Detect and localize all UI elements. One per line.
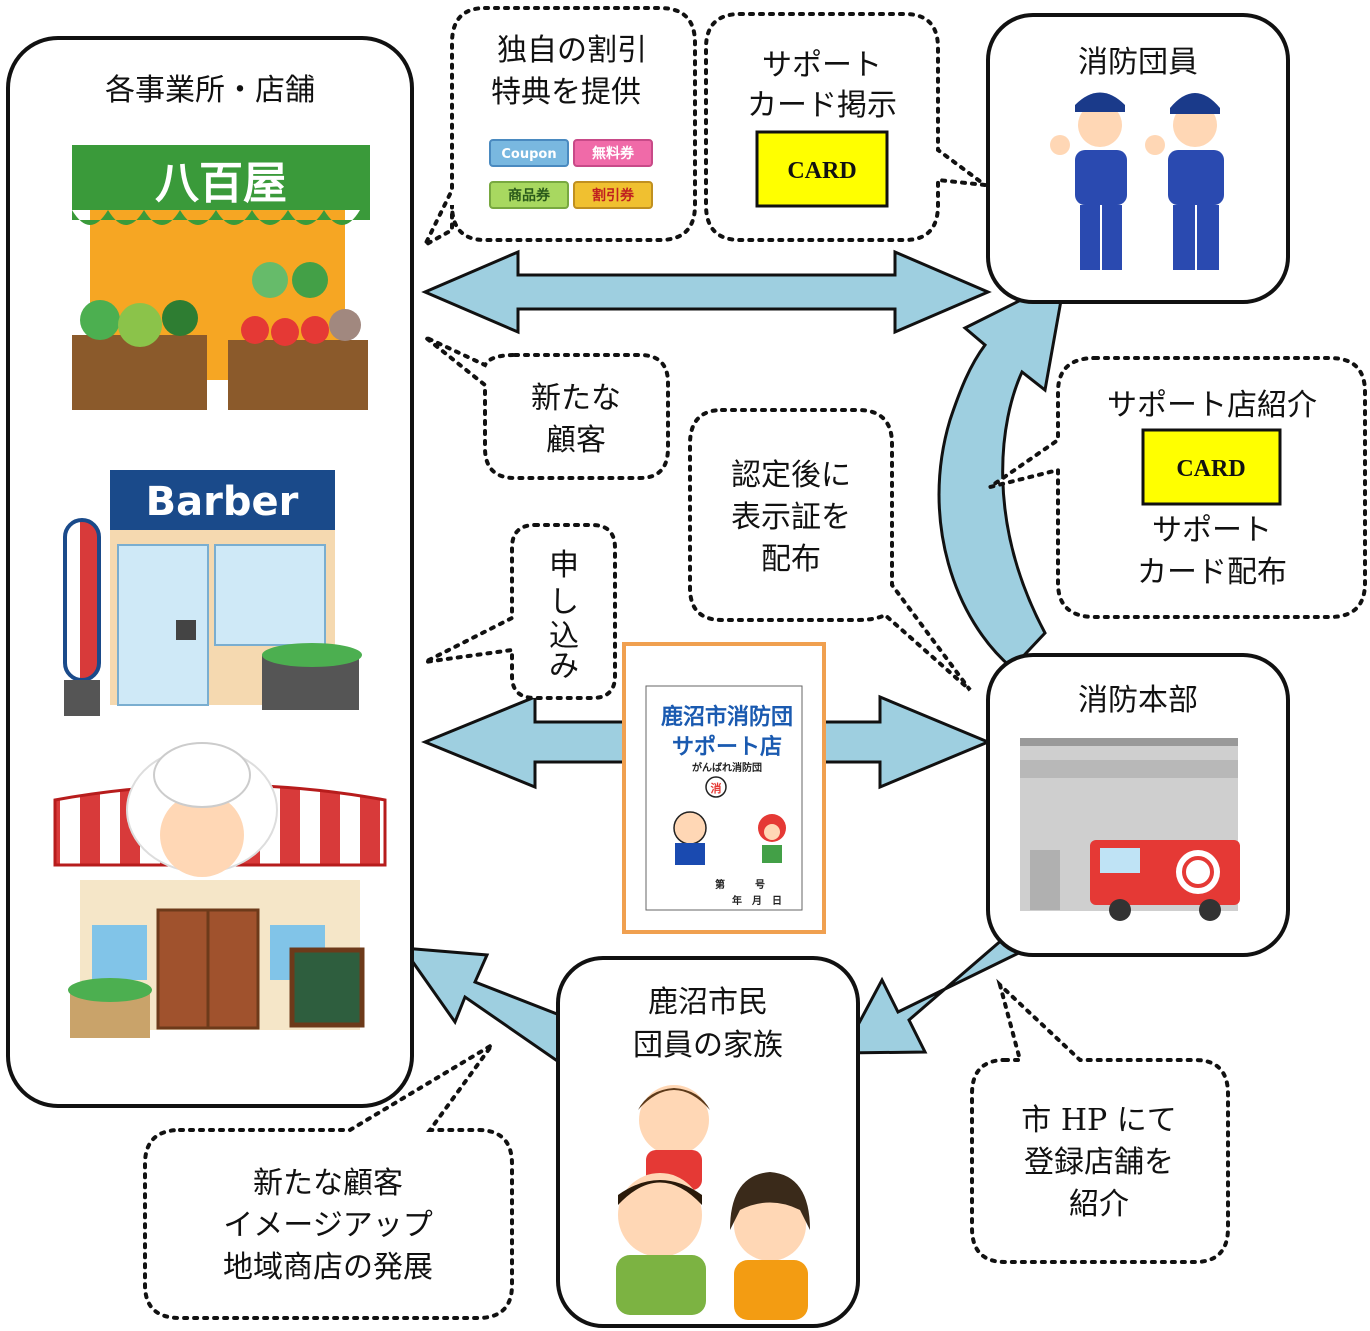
apply-char-2: し	[549, 585, 579, 620]
support-store-card	[1141, 428, 1282, 506]
greengrocer-illustration: 八百屋	[72, 145, 370, 410]
apply-char-3: 込	[549, 619, 579, 654]
coupon-label-free: 無料券	[592, 145, 635, 162]
hq-title: 消防本部	[1078, 683, 1198, 718]
barber-sign: Barber	[146, 479, 299, 525]
support-store-line3: カード配布	[1137, 555, 1287, 590]
certificate: 鹿沼市消防団 サポート店 がんばれ消防団 消 第 号 年 月 日	[622, 642, 826, 934]
coupon-label-coupon: Coupon	[501, 147, 556, 162]
certificate-number: 第 号	[715, 878, 765, 891]
certify-line2: 表示証を	[731, 500, 851, 535]
apply-char-4: み	[549, 649, 579, 684]
new-customers-line1: 新たな	[531, 381, 621, 416]
greengrocer-sign: 八百屋	[155, 158, 287, 209]
certificate-badge: 消	[711, 781, 722, 795]
callout-new-customers	[423, 335, 670, 480]
double-arrow-shops-members	[421, 249, 992, 335]
citizens-title-line2: 団員の家族	[633, 1028, 783, 1063]
callout-certify	[688, 408, 972, 692]
shops-title: 各事業所・店舗	[105, 73, 315, 108]
family-illustration	[616, 1085, 810, 1320]
citizens-title-line1: 鹿沼市民	[648, 985, 768, 1020]
benefits-line3: 地域商店の発展	[223, 1250, 433, 1285]
certificate-subtitle: がんばれ消防団	[692, 761, 762, 774]
support-store-line2: サポート	[1152, 513, 1272, 548]
coupon-label-discount: 割引券	[592, 187, 635, 204]
barber-illustration: Barber	[63, 470, 362, 716]
show-card-card-label: CARD	[787, 158, 856, 184]
bakery-illustration	[53, 742, 387, 1038]
certificate-title-2: サポート店	[672, 734, 782, 760]
show-card-line1: サポート	[762, 48, 882, 83]
discount-line1: 独自の割引	[497, 33, 647, 68]
discount-line2: 特典を提供	[491, 75, 641, 110]
certify-line1: 認定後に	[731, 458, 851, 493]
coupon-tickets: Coupon 無料券 商品券 割引券	[489, 139, 653, 209]
support-store-line1: サポート店紹介	[1107, 388, 1317, 423]
city-hp-line1: 市 HP にて	[1021, 1103, 1176, 1138]
new-customers-line2: 顧客	[546, 423, 606, 458]
fire-members-illustration	[1050, 92, 1224, 270]
city-hp-line2: 登録店舗を	[1024, 1145, 1174, 1180]
callout-benefits	[143, 1043, 514, 1320]
fire-hq-illustration	[1020, 738, 1240, 921]
support-store-card-label: CARD	[1176, 456, 1245, 482]
certify-line3: 配布	[761, 542, 821, 577]
apply-char-1: 申	[549, 548, 579, 583]
show-card-card	[755, 130, 889, 208]
benefits-line2: イメージアップ	[223, 1208, 432, 1243]
curved-arrow-hq-members	[937, 275, 1068, 671]
certificate-title-1: 鹿沼市消防団	[661, 704, 793, 730]
callout-city-hp	[970, 978, 1230, 1264]
city-hp-line3: 紹介	[1069, 1187, 1129, 1222]
show-card-line2: カード掲示	[747, 88, 897, 123]
certificate-date: 年 月 日	[732, 894, 782, 907]
benefits-line1: 新たな顧客	[253, 1166, 403, 1201]
callout-apply	[424, 523, 617, 700]
members-title: 消防団員	[1078, 45, 1198, 80]
coupon-label-gift: 商品券	[508, 187, 551, 204]
